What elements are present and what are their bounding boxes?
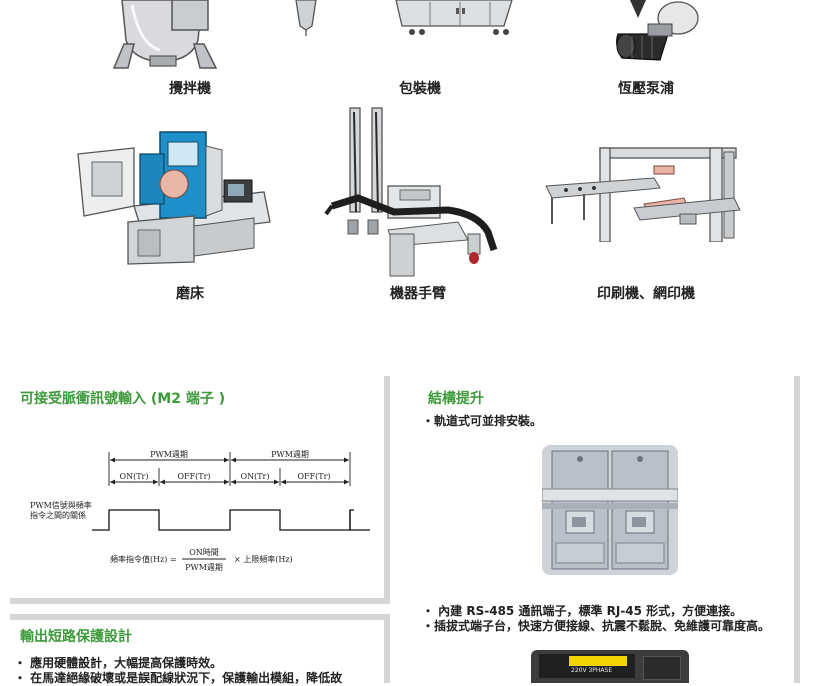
pump-image xyxy=(616,0,699,61)
protection-bullet-2: ・ 在馬達絕緣破壞或是誤配線狀況下，保護輸出模組，降低故 xyxy=(14,671,343,685)
product-caption-robot-arm: 機器手臂 xyxy=(390,286,446,302)
pwm-signal-label-line1: PWM信號與頻率 xyxy=(30,500,92,510)
product-caption-grinder: 磨床 xyxy=(176,286,204,302)
formula-rhs: × 上限頻率(Hz) xyxy=(234,554,293,564)
pwm-timing-diagram: PWM週期 PWM週期 ON(Tr) OFF(Tr) ON(Tr) OFF(Tr… xyxy=(30,450,370,572)
product-caption-pump: 恆壓泵浦 xyxy=(618,81,674,97)
rail-mounted-inverters-image xyxy=(542,445,678,575)
protection-panel: 輸出短路保護設計 ・ 應用硬體設計，大幅提高保護時效。 ・ 在馬達絕緣破壞或是誤… xyxy=(10,620,384,685)
pwm-signal-label-line2: 指令之間的關係 xyxy=(30,510,86,520)
structure-panel-title: 結構提升 xyxy=(428,391,484,407)
product-caption-printing: 印刷機、網印機 xyxy=(597,286,695,302)
product-caption-packaging: 包裝機 xyxy=(399,81,441,97)
structure-bullet-2: ・ 內建 RS-485 通訊端子，標準 RJ-45 形式，方便連接。 xyxy=(422,604,743,618)
formula-numerator: ON時間 xyxy=(189,548,219,557)
pwm-period-label-1: PWM週期 xyxy=(150,450,188,459)
pwm-off-label-1: OFF(Tr) xyxy=(177,472,210,481)
product-caption-mixer: 攪拌機 xyxy=(169,81,211,97)
robot-arm-image xyxy=(324,107,498,277)
pwm-on-label-2: ON(Tr) xyxy=(241,472,270,481)
pwm-off-label-2: OFF(Tr) xyxy=(297,472,330,481)
printing-machine-image xyxy=(545,147,741,242)
pwm-panel: 可接受脈衝訊號輸入 (M2 端子 ) xyxy=(10,376,384,598)
structure-bullet-1: ・軌道式可並排安裝。 xyxy=(422,414,543,428)
pwm-period-label-2: PWM週期 xyxy=(271,450,309,459)
pwm-panel-title: 可接受脈衝訊號輸入 (M2 端子 ) xyxy=(20,391,226,407)
device-voltage-label: 220V 3PHASE xyxy=(571,667,613,674)
formula-lhs: 頻率指令值(Hz) = xyxy=(110,554,177,564)
structure-bullet-3: ・插拔式端子台，快速方便接線、抗震不鬆脫、免維護可靠度高。 xyxy=(422,619,771,633)
pwm-waveform xyxy=(92,509,354,531)
packaging-machine-image xyxy=(295,0,513,36)
formula-denominator: PWM週期 xyxy=(185,563,223,572)
pwm-on-label-1: ON(Tr) xyxy=(120,472,149,481)
protection-bullet-1: ・ 應用硬體設計，大幅提高保護時效。 xyxy=(14,656,223,670)
mixer-machine-image xyxy=(112,0,218,69)
protection-panel-title: 輸出短路保護設計 xyxy=(20,629,132,645)
grinder-image xyxy=(77,131,271,265)
inverter-terminal-image: 220V 3PHASE xyxy=(531,650,689,683)
